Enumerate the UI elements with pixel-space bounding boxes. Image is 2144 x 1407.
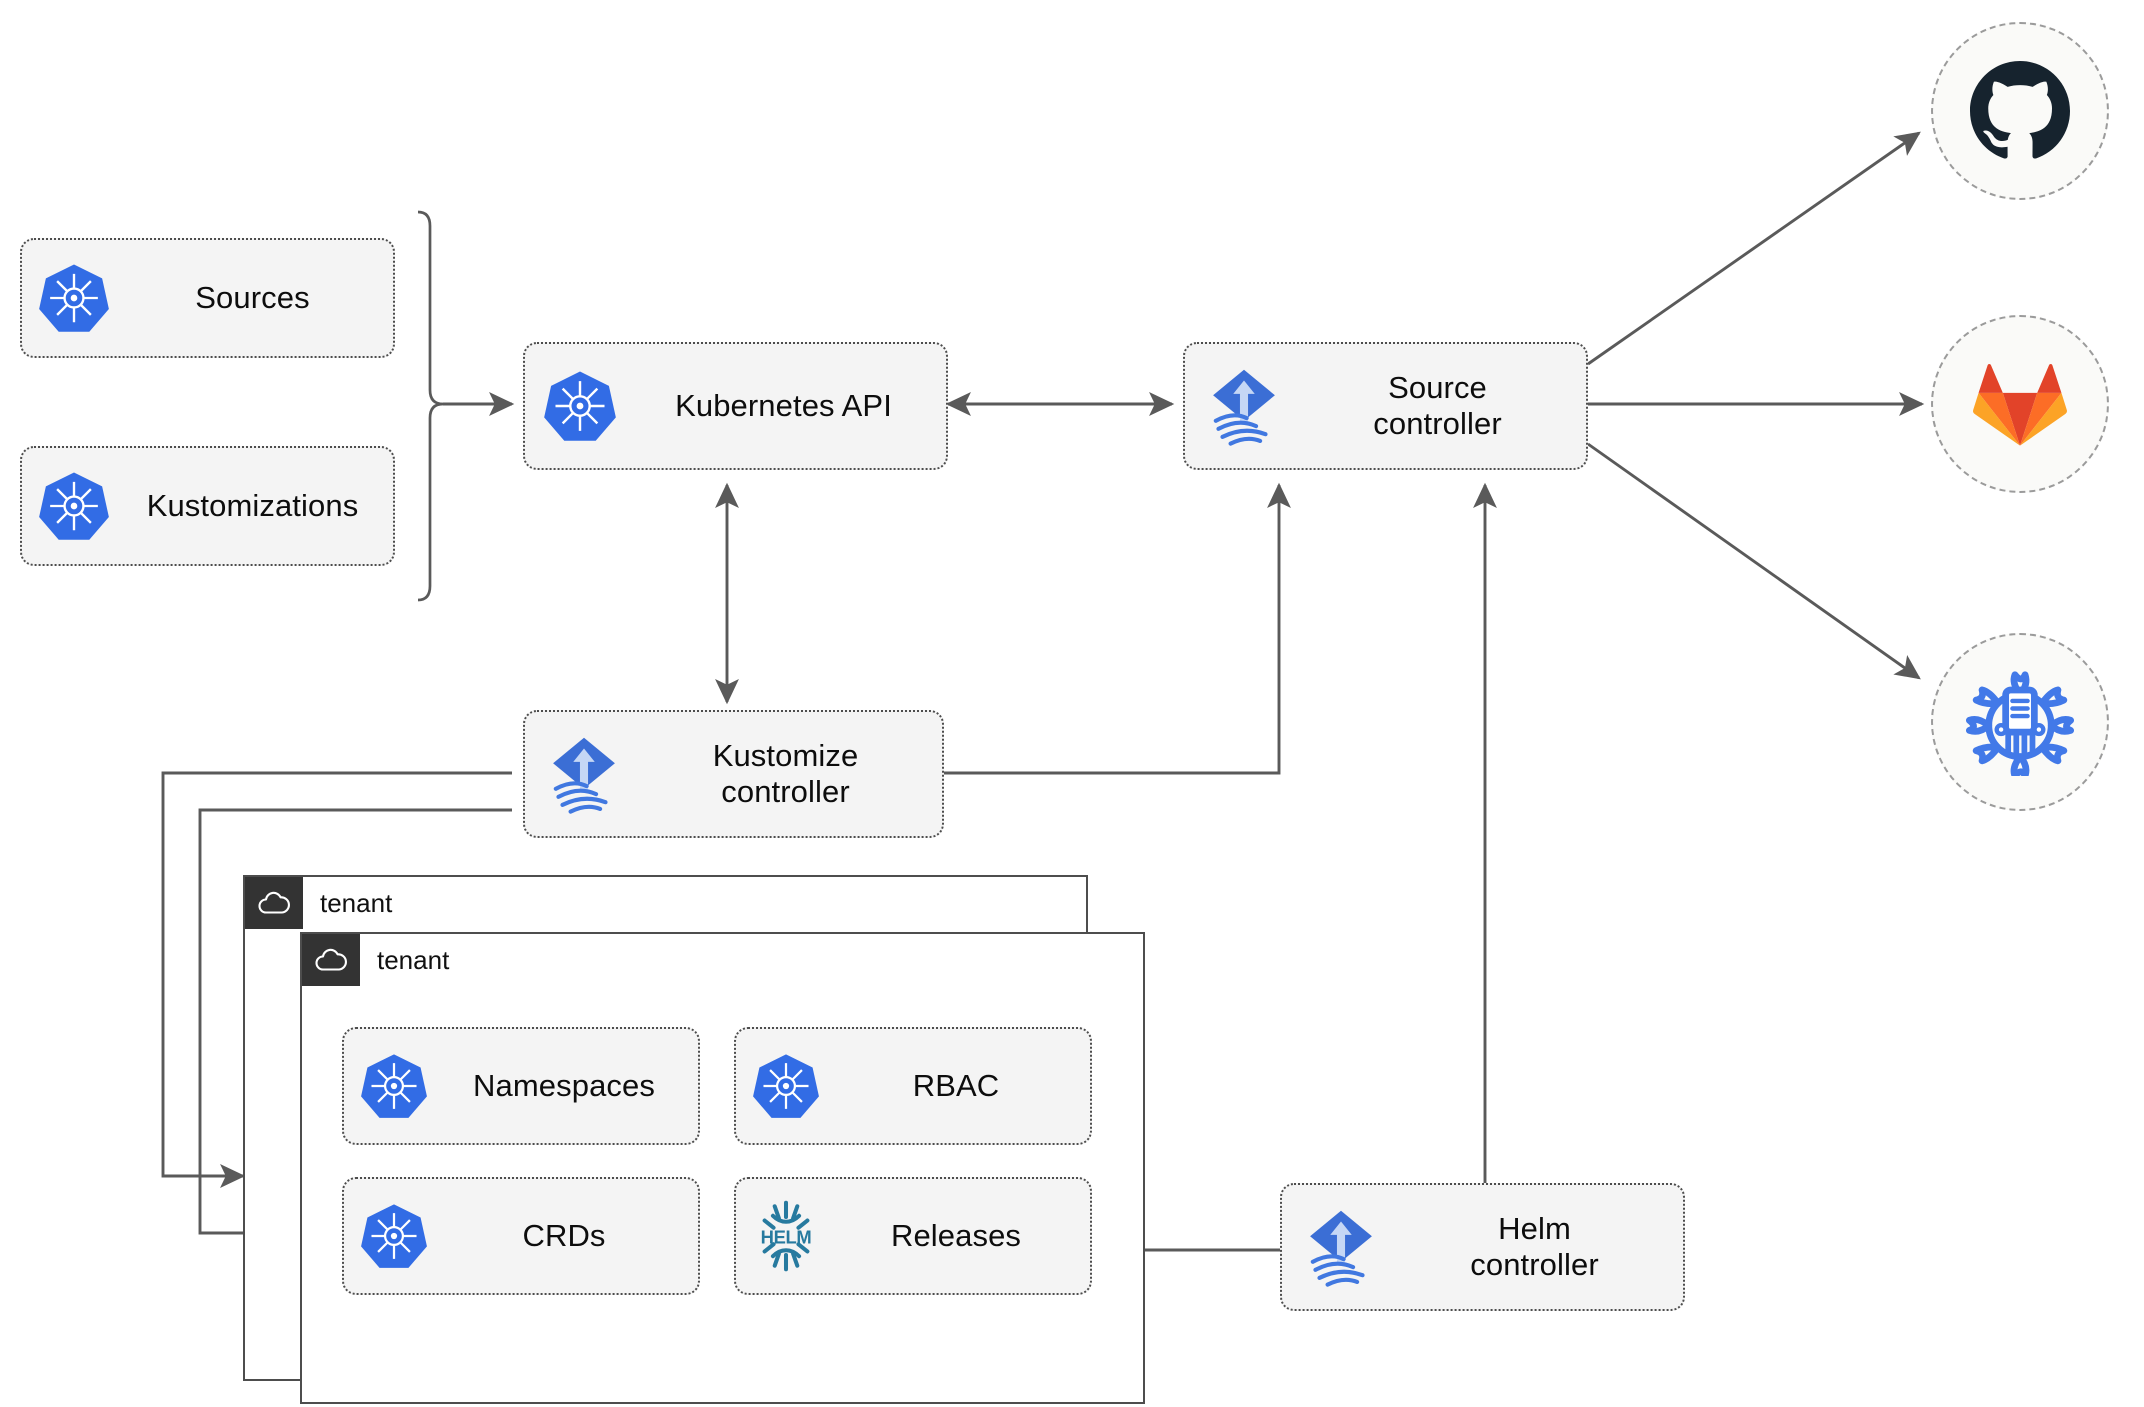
- node-label: Helm controller: [1400, 1211, 1683, 1283]
- node-label: Namespaces: [473, 1068, 655, 1104]
- node-sources[interactable]: Sources: [20, 238, 395, 358]
- node-label-line1: Kustomize: [712, 738, 859, 774]
- tenant-header: tenant: [245, 877, 392, 929]
- node-rbac[interactable]: RBAC: [734, 1027, 1092, 1145]
- tenant-container-inner[interactable]: tenant: [300, 932, 1145, 1404]
- provider-github[interactable]: [1931, 22, 2109, 200]
- cloud-icon: [245, 877, 303, 929]
- kubernetes-icon: [344, 1052, 444, 1120]
- flux-icon: [525, 731, 643, 817]
- edge-source-helmrepo: [1587, 442, 1921, 680]
- node-source-controller[interactable]: Source controller: [1183, 342, 1588, 470]
- github-icon: [1970, 61, 2070, 159]
- node-crds[interactable]: CRDs: [342, 1177, 700, 1295]
- node-namespaces[interactable]: Namespaces: [342, 1027, 700, 1145]
- flux-icon: [1282, 1204, 1400, 1290]
- edge-source-github: [1587, 131, 1921, 366]
- cloud-icon: [302, 934, 360, 986]
- brace-path: [417, 210, 444, 602]
- node-label: CRDs: [522, 1218, 606, 1254]
- kubernetes-icon: [525, 369, 635, 443]
- kubernetes-icon: [736, 1052, 836, 1120]
- node-kustomize-controller[interactable]: Kustomize controller: [523, 710, 944, 838]
- node-kustomizations[interactable]: Kustomizations: [20, 446, 395, 566]
- node-label-line1: Helm: [1498, 1211, 1571, 1247]
- node-helm-controller[interactable]: Helm controller: [1280, 1183, 1685, 1311]
- node-label: Kustomize controller: [643, 738, 942, 810]
- kubernetes-icon: [22, 470, 126, 542]
- edge-kustomize-source: [944, 482, 1291, 775]
- tenant-header: tenant: [302, 934, 449, 986]
- helm-icon: HELM: [736, 1198, 836, 1274]
- node-label: RBAC: [912, 1068, 1000, 1104]
- node-releases[interactable]: HELM Releases: [734, 1177, 1092, 1295]
- node-label: Kubernetes API: [675, 388, 892, 424]
- provider-helm-repository[interactable]: [1931, 633, 2109, 811]
- edge-kustomize-tenant-1: [161, 771, 512, 1188]
- tenant-label: tenant: [320, 887, 393, 918]
- kubernetes-icon: [344, 1202, 444, 1270]
- provider-gitlab[interactable]: [1931, 315, 2109, 493]
- node-label: Kustomizations: [146, 488, 359, 524]
- helm-repository-icon: [1966, 671, 2074, 776]
- node-label-line2: controller: [1470, 1247, 1599, 1282]
- node-label-line1: Source: [1388, 370, 1487, 406]
- node-label: Source controller: [1303, 370, 1586, 442]
- flux-icon: [1185, 363, 1303, 449]
- node-label: Releases: [890, 1218, 1022, 1254]
- node-label: Sources: [195, 280, 310, 316]
- gitlab-icon: [1973, 363, 2067, 446]
- tenant-label: tenant: [377, 944, 450, 975]
- node-kubernetes-api[interactable]: Kubernetes API: [523, 342, 948, 470]
- kubernetes-icon: [22, 262, 126, 334]
- svg-text:HELM: HELM: [761, 1227, 812, 1248]
- node-label-line2: controller: [1373, 406, 1502, 441]
- node-label-line2: controller: [721, 774, 850, 809]
